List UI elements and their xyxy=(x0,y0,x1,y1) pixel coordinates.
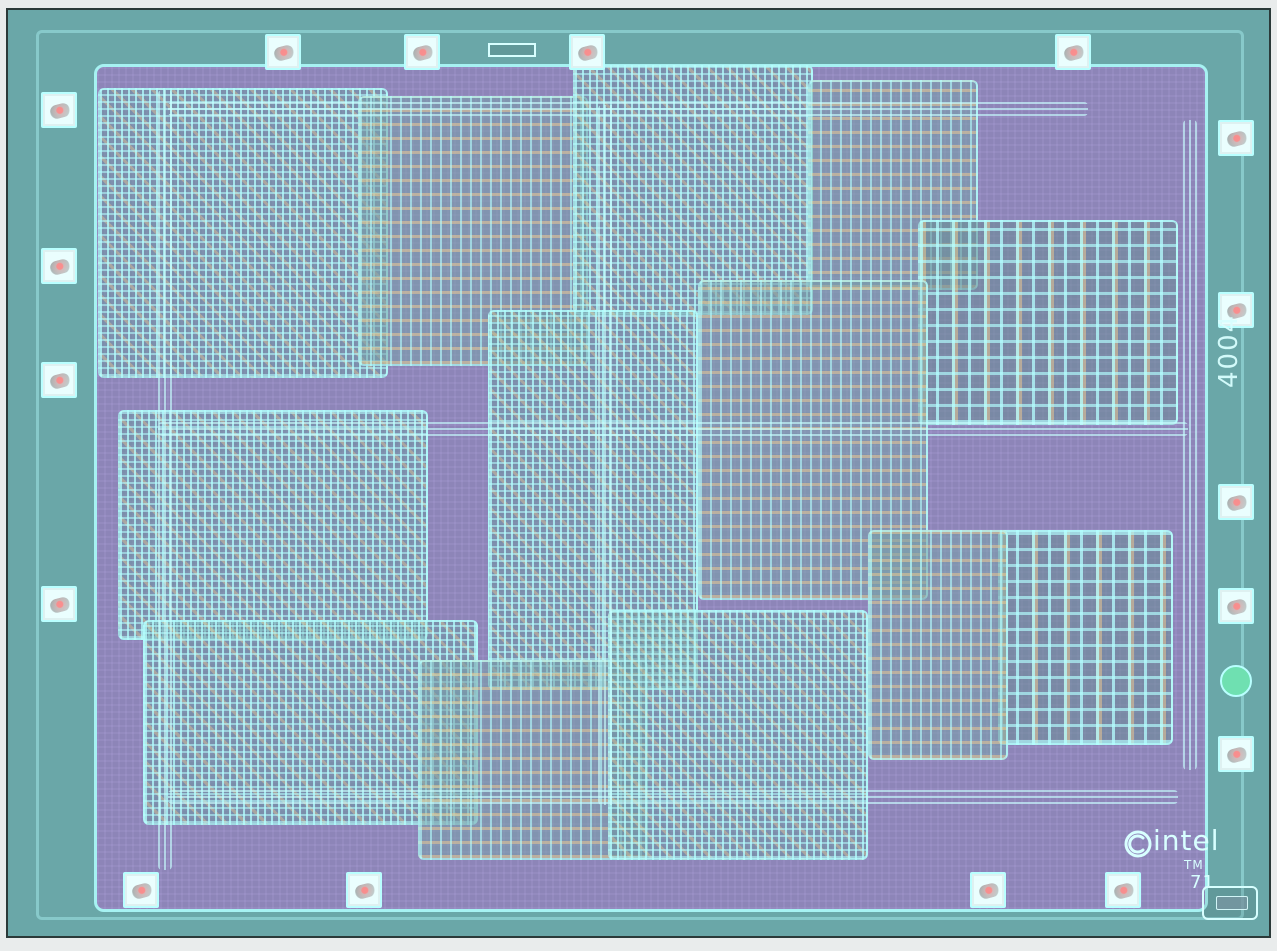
die-marking-tm: TM xyxy=(1184,858,1204,872)
bond-pad xyxy=(346,872,382,908)
bond-pad xyxy=(569,34,605,70)
bond-pad xyxy=(265,34,301,70)
bond-pad xyxy=(41,362,77,398)
bond-pad xyxy=(123,872,159,908)
bottom-right-structure xyxy=(1202,886,1258,920)
bond-pad xyxy=(1055,34,1091,70)
bond-pad xyxy=(41,248,77,284)
logic-block-top-middle xyxy=(358,96,588,366)
memory-array-top-right xyxy=(918,220,1178,425)
bus-horizontal-low xyxy=(168,790,1178,804)
bus-horizontal-mid xyxy=(158,422,1188,436)
bond-pad xyxy=(1218,484,1254,520)
pad-ring xyxy=(36,30,1244,920)
bus-horizontal-top xyxy=(168,102,1088,116)
bond-pad xyxy=(1218,292,1254,328)
bus-vertical-left xyxy=(158,90,172,870)
bond-pad xyxy=(404,34,440,70)
bus-vertical-center xyxy=(598,105,616,805)
intel-logo xyxy=(1124,830,1152,858)
logic-block-bottom-center xyxy=(608,610,868,860)
die-small-label xyxy=(488,43,536,57)
chip-die: 4004 intel TM 71 xyxy=(6,8,1271,938)
bond-pad xyxy=(970,872,1006,908)
memory-array-bottom-right xyxy=(998,530,1173,745)
bond-pad xyxy=(1218,736,1254,772)
bond-pad xyxy=(41,586,77,622)
green-circle-mark xyxy=(1220,665,1252,697)
bus-vertical-right xyxy=(1183,120,1197,770)
bond-pad xyxy=(1105,872,1141,908)
bond-pad xyxy=(1218,120,1254,156)
copyright-circle-icon xyxy=(1124,830,1152,858)
bond-pad xyxy=(1218,588,1254,624)
die-marking-4004: 4004 xyxy=(1214,313,1244,388)
die-marking-intel: intel xyxy=(1153,824,1220,857)
logic-block-bottom-right xyxy=(868,530,1008,760)
bond-pad xyxy=(41,92,77,128)
logic-block-top-left xyxy=(98,88,388,378)
copyright-c-icon xyxy=(1128,834,1145,854)
